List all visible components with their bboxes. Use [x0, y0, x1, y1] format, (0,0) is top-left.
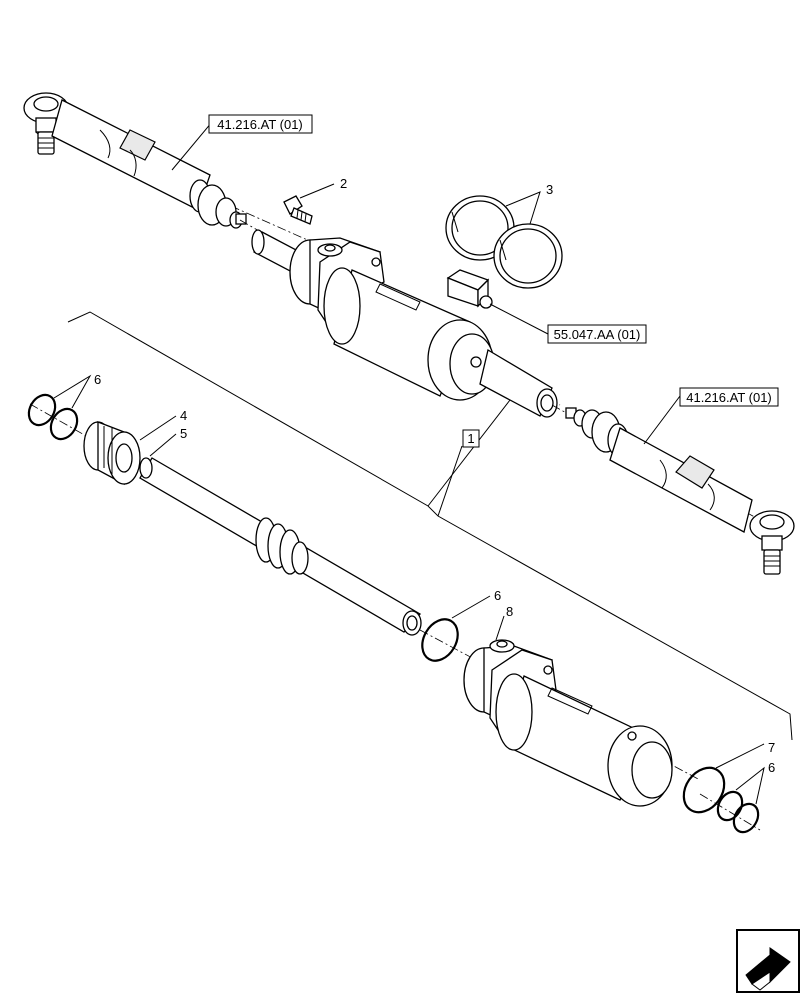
callout-assembly: 1: [467, 431, 474, 446]
callout-bands: 3: [546, 182, 553, 197]
o-ring-right-2[interactable]: [729, 800, 763, 837]
o-ring-left-2[interactable]: [46, 404, 83, 444]
o-ring-large[interactable]: [675, 760, 732, 820]
reference-tie-rod-right-label: 41.216.AT (01): [686, 390, 772, 405]
callout-assembly-box[interactable]: 1: [462, 429, 480, 448]
callout-o-ring-large: 7: [768, 740, 775, 755]
callout-o-ring-right: 6: [768, 760, 775, 775]
bolt[interactable]: [283, 195, 313, 225]
reference-sensor-label: 55.047.AA (01): [554, 327, 641, 342]
cylinder-barrel[interactable]: [463, 639, 673, 807]
reference-sensor[interactable]: 55.047.AA (01): [547, 324, 647, 344]
assembly-bracket: [67, 311, 793, 741]
piston-rod[interactable]: [139, 457, 422, 636]
callout-o-ring-left: 6: [94, 372, 101, 387]
steering-cylinder-assembly[interactable]: [239, 219, 561, 418]
callout-o-ring-mid: 6: [494, 588, 501, 603]
callout-seal-kit: 4: [180, 408, 187, 423]
o-ring-middle[interactable]: [415, 613, 465, 667]
reference-tie-rod-top-label: 41.216.AT (01): [217, 117, 303, 132]
tie-rod-end-right[interactable]: [551, 404, 795, 575]
seal-kit[interactable]: [83, 421, 141, 486]
o-ring-left-1[interactable]: [24, 390, 61, 430]
callout-barrel: 8: [506, 604, 513, 619]
next-page-arrow-icon[interactable]: [736, 929, 800, 993]
callout-piston-rod: 5: [180, 426, 187, 441]
clamp-band-right[interactable]: [493, 223, 563, 289]
position-sensor[interactable]: [446, 269, 493, 309]
callout-bolt: 2: [340, 176, 347, 191]
tie-rod-end-top[interactable]: [23, 92, 331, 251]
reference-tie-rod-top[interactable]: 41.216.AT (01): [208, 114, 313, 134]
reference-tie-rod-right[interactable]: 41.216.AT (01): [679, 387, 779, 407]
o-ring-right-1[interactable]: [713, 788, 747, 825]
